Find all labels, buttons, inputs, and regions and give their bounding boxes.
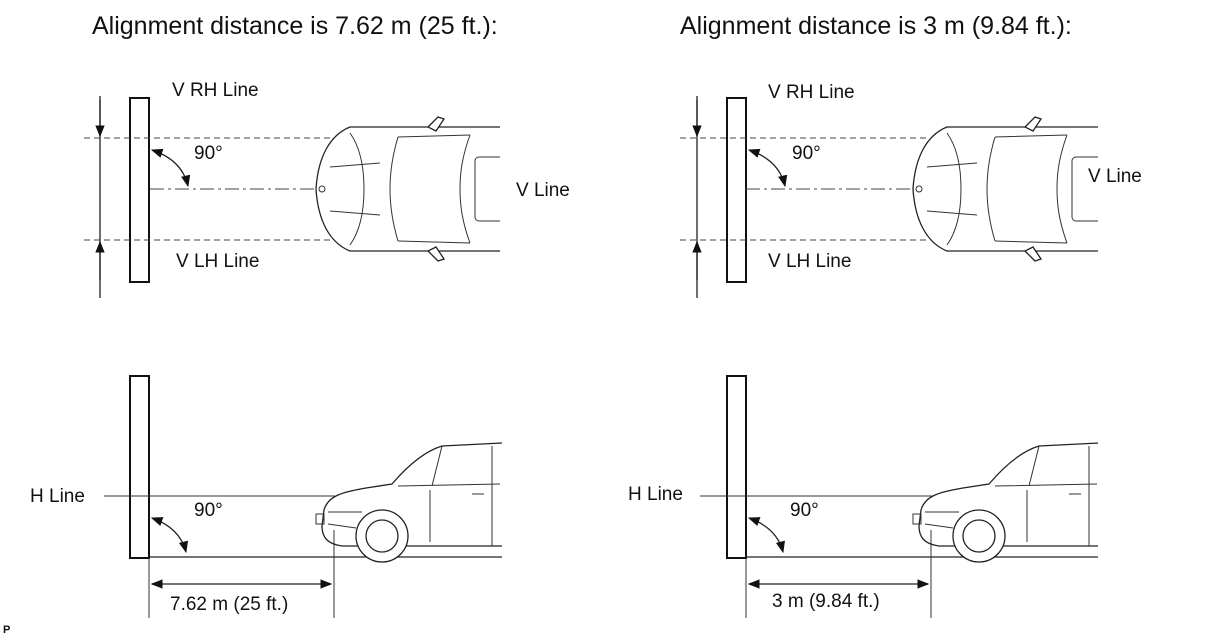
right-v-line-label: V Line (1088, 166, 1142, 187)
right-screen-wall-side (726, 375, 747, 559)
right-v-rh-line-label: V RH Line (768, 82, 855, 103)
left-car-top (315, 116, 521, 262)
left-distance-label: 7.62 m (25 ft.) (170, 594, 289, 615)
left-v-lh-line-label: V LH Line (176, 251, 260, 272)
left-side-view (104, 375, 532, 618)
right-car-top (912, 116, 1118, 262)
right-side-view (700, 375, 1208, 618)
left-angle-bottom-label: 90° (194, 500, 223, 521)
left-h-line-label: H Line (30, 486, 85, 507)
right-panel-title: Alignment distance is 3 m (9.84 ft.): (680, 12, 1072, 40)
left-screen-wall-side (129, 375, 150, 559)
left-car-side (315, 442, 503, 563)
right-angle-top-label: 90° (792, 143, 821, 164)
left-screen-wall-top (129, 97, 150, 283)
left-top-view (84, 96, 530, 298)
right-angle-bottom-label: 90° (790, 500, 819, 521)
right-distance-label: 3 m (9.84 ft.) (772, 591, 880, 612)
left-panel-title: Alignment distance is 7.62 m (25 ft.): (92, 12, 498, 40)
left-angle-top-label: 90° (194, 143, 223, 164)
right-h-line-label: H Line (628, 484, 683, 505)
left-v-line-label: V Line (516, 180, 570, 201)
footer-mark: P (3, 624, 11, 636)
right-top-view (680, 96, 1208, 298)
right-v-lh-line-label: V LH Line (768, 251, 852, 272)
right-screen-wall-top (726, 97, 747, 283)
right-car-side (912, 442, 1100, 563)
left-v-rh-line-label: V RH Line (172, 80, 259, 101)
